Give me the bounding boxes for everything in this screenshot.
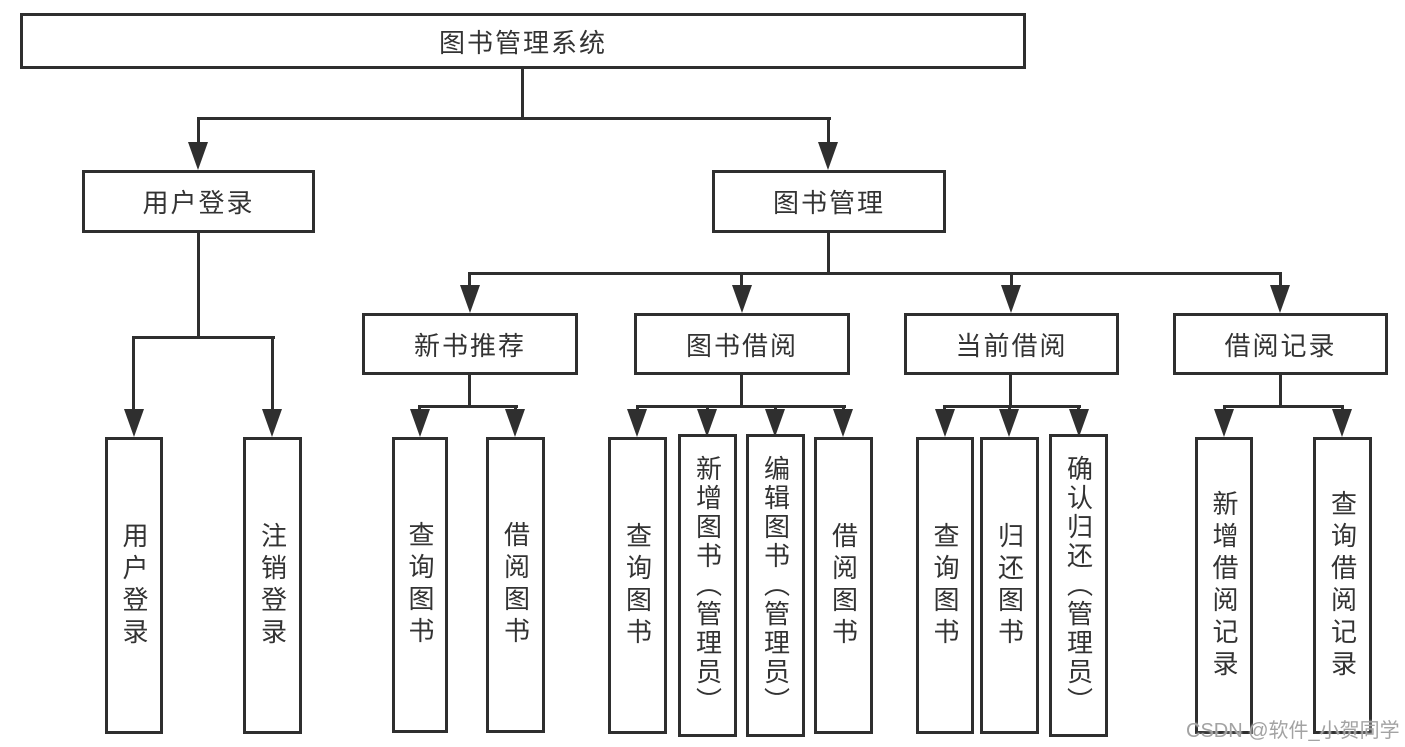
node-root-label: 图书管理系统 (438, 27, 607, 58)
arrow-down-icon (627, 409, 647, 437)
arrow-down-icon (732, 285, 752, 313)
arrow-down-icon (697, 409, 717, 437)
connector-login-leaf-drop (132, 336, 135, 412)
node-new-book-rec-label: 新书推荐 (413, 330, 526, 361)
node-root: 图书管理系统 (20, 13, 1026, 69)
arrow-down-icon (765, 409, 785, 437)
node-book-borrow-label: 图书借阅 (685, 330, 798, 361)
leaf-edit-book-label: 编辑图书（管理员） (760, 455, 791, 716)
leaf-add-borrow-record-label: 新增借阅记录 (1209, 489, 1239, 682)
leaf-borrow-book-2-label: 借阅图书 (828, 521, 859, 650)
leaf-borrow-book-2: 借阅图书 (814, 437, 873, 734)
arrow-down-icon (262, 409, 282, 437)
node-book-borrow: 图书借阅 (634, 313, 850, 375)
connector-new-book-drop (468, 272, 471, 288)
leaf-user-login: 用户登录 (105, 437, 163, 734)
arrow-down-icon (818, 142, 838, 170)
leaf-logout-label: 注销登录 (257, 521, 288, 650)
connector-borrow-record-drop (1279, 272, 1282, 288)
connector-book-mgmt-stem (827, 232, 830, 275)
leaf-edit-book: 编辑图书（管理员） (746, 434, 805, 737)
node-current-borrow: 当前借阅 (904, 313, 1119, 375)
leaf-query-book-2: 查询图书 (608, 437, 667, 734)
connector-new-book-rail (418, 405, 518, 408)
arrow-down-icon (1270, 285, 1290, 313)
node-new-book-rec: 新书推荐 (362, 313, 578, 375)
leaf-add-borrow-record: 新增借阅记录 (1195, 437, 1253, 734)
leaf-logout: 注销登录 (243, 437, 302, 734)
leaf-query-book-3: 查询图书 (916, 437, 974, 734)
leaf-user-login-label: 用户登录 (119, 521, 149, 650)
leaf-borrow-book-1-label: 借阅图书 (500, 521, 531, 649)
connector-book-mgmt-drop (827, 117, 830, 145)
connector-logout-leaf-drop (271, 336, 274, 412)
connector-current-borrow-drop (1010, 272, 1013, 288)
connector-current-borrow-stem (1009, 374, 1012, 408)
csdn-watermark: CSDN @软件_小贺同学 (1186, 720, 1400, 742)
leaf-return-book-label: 归还图书 (994, 521, 1025, 650)
node-user-login: 用户登录 (82, 170, 315, 233)
node-borrow-record-label: 借阅记录 (1224, 330, 1337, 361)
arrow-down-icon (1214, 409, 1234, 437)
connector-book-borrow-drop (740, 272, 743, 288)
arrow-down-icon (1069, 409, 1089, 437)
node-current-borrow-label: 当前借阅 (955, 330, 1068, 361)
node-user-login-label: 用户登录 (142, 188, 255, 218)
arrow-down-icon (1001, 285, 1021, 313)
connector-borrow-record-stem (1279, 374, 1282, 408)
connector-user-login-stem (197, 232, 200, 339)
arrow-down-icon (460, 285, 480, 313)
connector-book-borrow-stem (740, 374, 743, 408)
connector-level3-rail (468, 272, 1282, 275)
leaf-add-book: 新增图书（管理员） (678, 434, 737, 737)
arrow-down-icon (935, 409, 955, 437)
leaf-return-book: 归还图书 (980, 437, 1039, 734)
node-book-mgmt-label: 图书管理 (772, 188, 885, 218)
arrow-down-icon (124, 409, 144, 437)
arrow-down-icon (188, 142, 208, 170)
leaf-query-book-3-label: 查询图书 (930, 521, 960, 650)
arrow-down-icon (505, 409, 525, 437)
connector-login-rail (133, 336, 275, 339)
connector-user-login-drop (197, 117, 200, 145)
node-book-mgmt: 图书管理 (712, 170, 946, 233)
arrow-down-icon (999, 409, 1019, 437)
leaf-confirm-return: 确认归还（管理员） (1049, 434, 1108, 737)
connector-current-borrow-rail (943, 405, 1081, 408)
leaf-borrow-book-1: 借阅图书 (486, 437, 545, 733)
leaf-confirm-return-label: 确认归还（管理员） (1063, 455, 1094, 716)
connector-new-book-stem (468, 374, 471, 408)
connector-book-borrow-rail (636, 405, 846, 408)
leaf-query-borrow-record: 查询借阅记录 (1313, 437, 1372, 734)
leaf-query-book-1: 查询图书 (392, 437, 448, 733)
leaf-query-book-1-label: 查询图书 (405, 521, 435, 649)
connector-level2-rail (197, 117, 831, 120)
leaf-add-book-label: 新增图书（管理员） (692, 455, 723, 716)
arrow-down-icon (410, 409, 430, 437)
connector-root-stem (521, 68, 524, 120)
arrow-down-icon (833, 409, 853, 437)
arrow-down-icon (1332, 409, 1352, 437)
leaf-query-book-2-label: 查询图书 (622, 521, 653, 650)
node-borrow-record: 借阅记录 (1173, 313, 1388, 375)
leaf-query-borrow-record-label: 查询借阅记录 (1327, 489, 1358, 682)
connector-borrow-record-rail (1223, 405, 1344, 408)
